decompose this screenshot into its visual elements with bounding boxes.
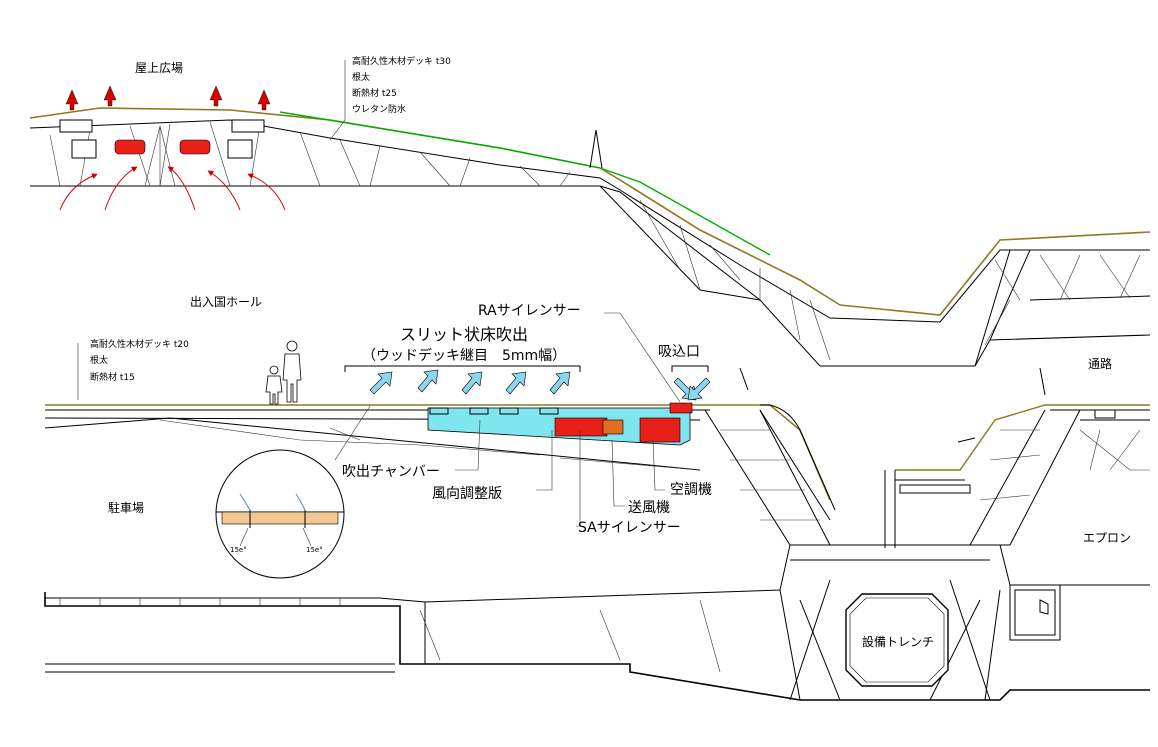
floor-layer-list: 高耐久性木材デッキ t20 根太 断熱材 t15 bbox=[90, 338, 189, 383]
label-apron: エプロン bbox=[1083, 531, 1131, 545]
label-ac-unit: 空調機 bbox=[670, 482, 712, 498]
floor-layer-3: 断熱材 t15 bbox=[90, 371, 135, 383]
label-trench: 設備トレンチ bbox=[862, 634, 934, 649]
roof-layer-2: 根太 bbox=[352, 71, 370, 83]
label-slit-sub: （ウッドデッキ継目 5mm幅） bbox=[362, 347, 566, 364]
label-angle-right: 15e° bbox=[306, 546, 323, 554]
label-fan: 送風機 bbox=[628, 500, 670, 516]
floor-section bbox=[44, 340, 1150, 548]
slit-detail-circle: 15e° 15e° bbox=[215, 449, 345, 579]
roof-layer-3: 断熱材 t25 bbox=[352, 87, 397, 99]
label-rooftop-plaza: 屋上広場 bbox=[135, 61, 183, 75]
floor-layer-2: 根太 bbox=[90, 354, 108, 366]
roof-layer-4: ウレタン防水 bbox=[352, 103, 406, 115]
label-ra-silencer: RAサイレンサー bbox=[478, 303, 581, 319]
label-wind-plate: 風向調整版 bbox=[432, 486, 502, 502]
label-sa-silencer: SAサイレンサー bbox=[578, 520, 681, 536]
label-slit-title: スリット状床吹出 bbox=[400, 325, 528, 344]
label-angle-left: 15e° bbox=[230, 546, 247, 554]
roof-layer-1: 高耐久性木材デッキ t30 bbox=[352, 55, 451, 67]
floor-layer-1: 高耐久性木材デッキ t20 bbox=[90, 338, 189, 350]
foundation-section bbox=[44, 544, 1150, 701]
label-passage: 通路 bbox=[1088, 356, 1112, 371]
label-parking: 駐車場 bbox=[108, 500, 144, 515]
roof-section bbox=[29, 60, 1151, 367]
label-chamber: 吹出チャンバー bbox=[342, 464, 440, 480]
roof-layer-list: 高耐久性木材デッキ t30 根太 断熱材 t25 ウレタン防水 bbox=[352, 55, 451, 115]
label-intake: 吸込口 bbox=[658, 344, 700, 360]
label-departure-hall: 出入国ホール bbox=[190, 295, 262, 309]
